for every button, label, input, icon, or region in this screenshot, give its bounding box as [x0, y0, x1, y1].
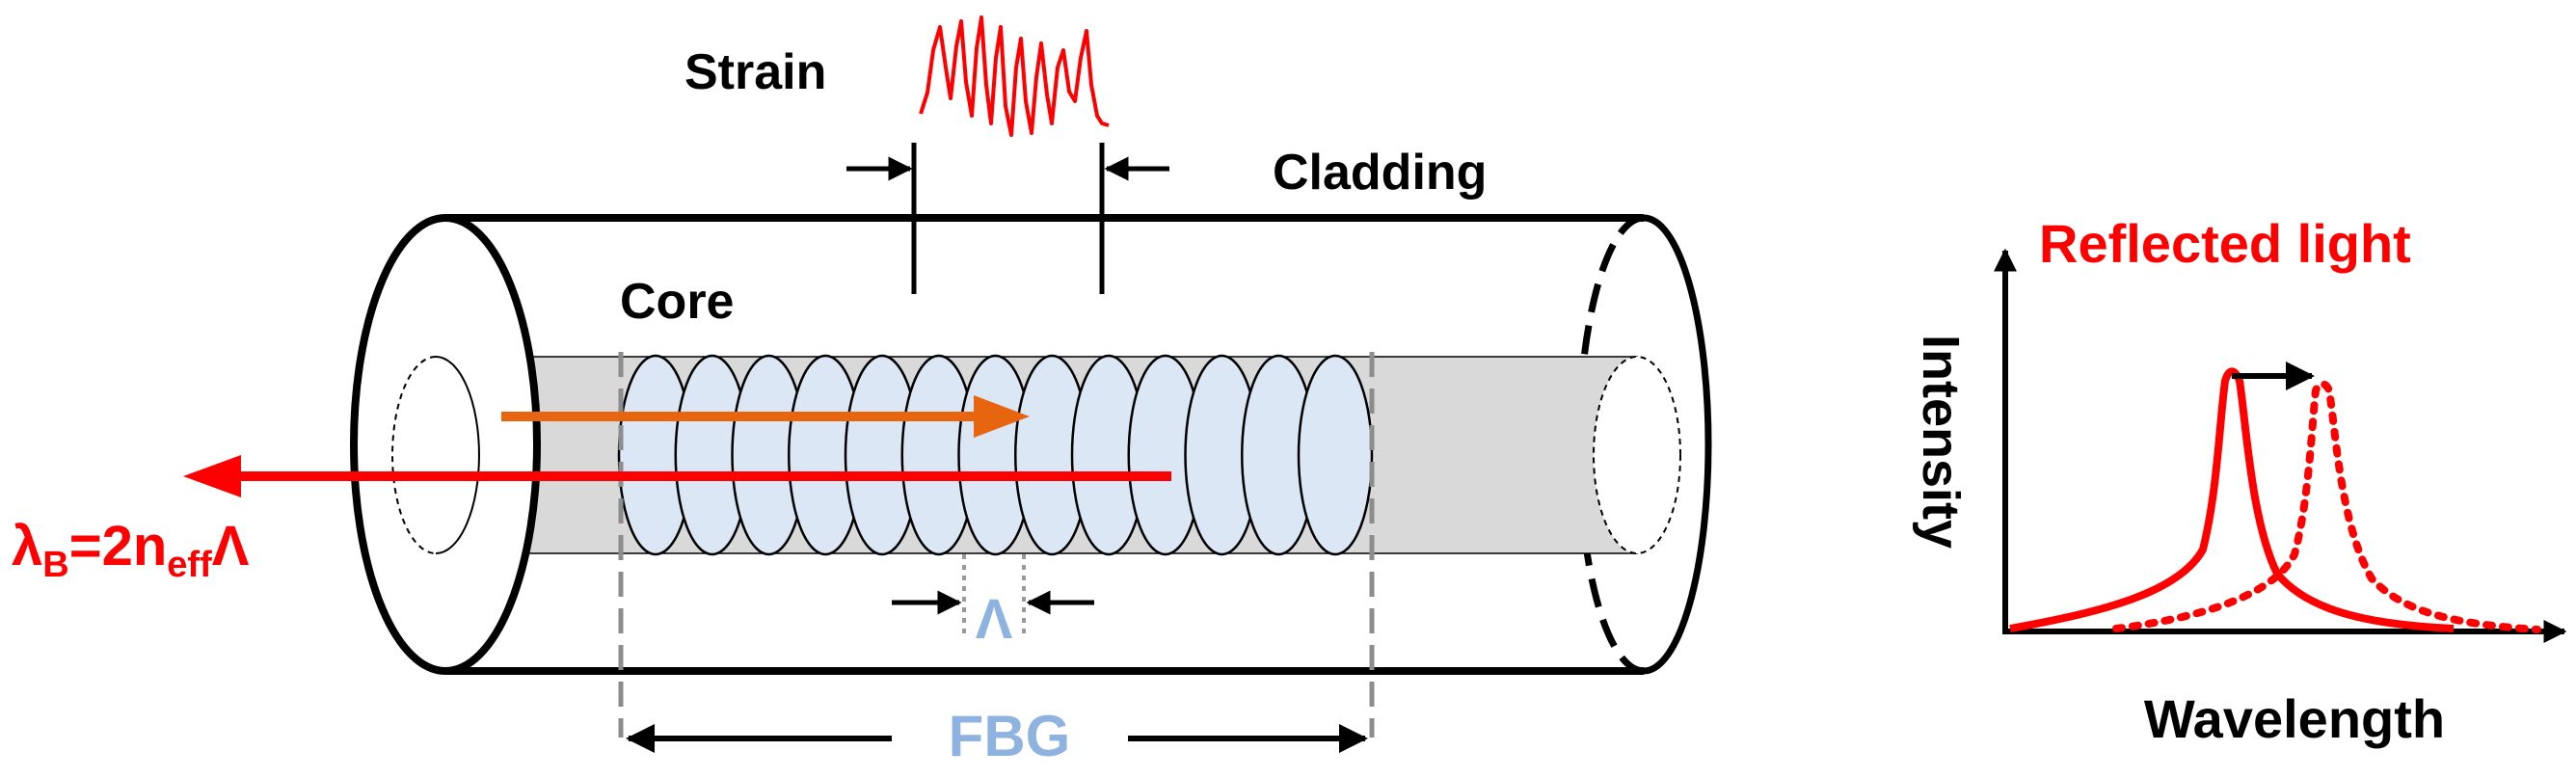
bragg-equals-n: =2n [69, 515, 168, 577]
cladding-near-end [350, 214, 541, 675]
spectrum-ylabel: Intensity [1912, 335, 1970, 549]
shifted-spectrum-peak [2112, 380, 2541, 633]
core-far-end [1593, 356, 1681, 554]
cladding-far-end-solid [1643, 214, 1712, 675]
reflected-light-arrow [183, 455, 1171, 497]
grating-plane [1297, 354, 1374, 556]
spectrum-title: Reflected light [2039, 213, 2411, 274]
core-label: Core [620, 274, 734, 330]
fiber-cladding [445, 214, 1712, 675]
grating-planes [617, 354, 1374, 556]
cladding-far-end-dashed [1575, 214, 1645, 675]
bragg-period: Λ [212, 515, 250, 577]
core-near-end-left [391, 356, 437, 554]
fbg-label: FBG [949, 704, 1071, 768]
bragg-lambda-subscript: B [42, 545, 68, 585]
strain-label: Strain [684, 44, 826, 100]
cladding-label: Cladding [1273, 145, 1487, 201]
spectrum-inset: Reflected light Intensity Wavelength [1912, 213, 2567, 749]
fiber-near-end [350, 214, 541, 675]
grating-period-label: Λ [976, 588, 1013, 651]
reflected-spectrum-peak [2009, 367, 2455, 632]
strain-signal [919, 15, 1110, 137]
incident-light-arrow [501, 395, 1030, 438]
bragg-equation: λB=2neffΛ [12, 515, 250, 585]
bragg-lambda: λ [12, 515, 42, 577]
bragg-n-subscript: eff [167, 545, 212, 585]
spectrum-xlabel: Wavelength [2144, 688, 2445, 749]
core-near-end-right [435, 356, 480, 554]
